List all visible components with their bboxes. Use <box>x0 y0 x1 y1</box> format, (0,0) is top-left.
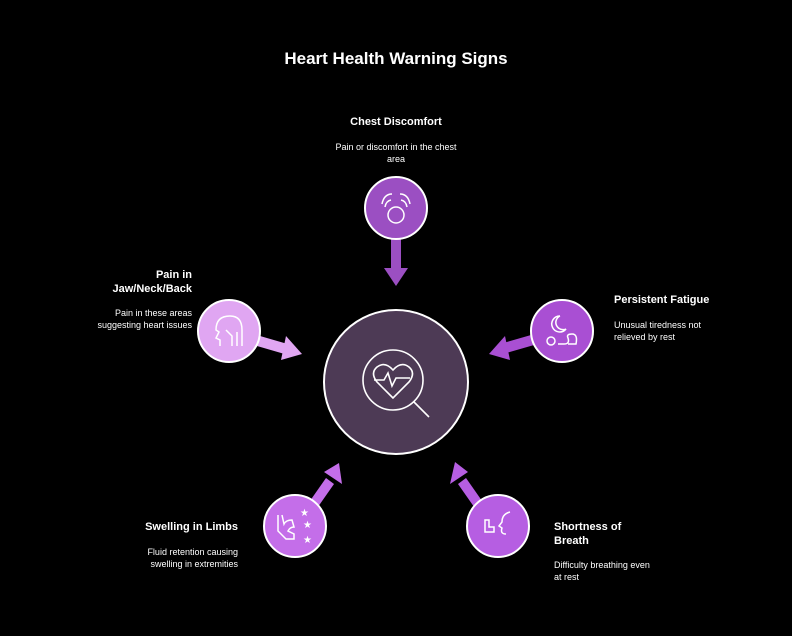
breath-description: Difficulty breathing even at rest <box>554 560 650 582</box>
arrow-chest <box>384 236 408 286</box>
node-breath[interactable] <box>466 494 530 558</box>
head-neck-icon <box>214 315 243 346</box>
node-limbs[interactable]: ★ ★ ★ <box>263 494 327 558</box>
svg-text:★: ★ <box>300 508 309 519</box>
limbs-label: Swelling in Limbs <box>145 521 238 533</box>
jaw-description: Pain in these areas suggesting heart iss… <box>97 308 192 330</box>
diagram-title: Heart Health Warning Signs <box>284 49 508 68</box>
heart-magnifier-icon <box>362 349 430 418</box>
inhaler-face-icon <box>484 511 511 535</box>
arrow-fatigue <box>489 333 541 360</box>
node-jaw[interactable] <box>197 299 261 363</box>
limbs-description: Fluid retention causing swelling in extr… <box>147 547 238 569</box>
center-node <box>323 309 469 455</box>
arrow-jaw <box>250 334 302 360</box>
sleep-moon-icon <box>546 315 578 346</box>
chest-label: Chest Discomfort <box>350 116 442 128</box>
fatigue-description: Unusual tiredness not relieved by rest <box>614 320 702 342</box>
jaw-label: Pain in Jaw/Neck/Back <box>112 269 193 295</box>
node-chest[interactable] <box>364 176 428 240</box>
chest-hands-icon <box>381 193 411 224</box>
breath-label: Shortness of Breath <box>554 521 622 547</box>
swollen-limb-icon: ★ ★ ★ <box>277 508 312 546</box>
chest-description: Pain or discomfort in the chest area <box>335 142 457 164</box>
fatigue-label: Persistent Fatigue <box>614 294 710 306</box>
svg-text:★: ★ <box>303 520 312 531</box>
node-fatigue[interactable] <box>530 299 594 363</box>
svg-text:★: ★ <box>303 535 312 546</box>
